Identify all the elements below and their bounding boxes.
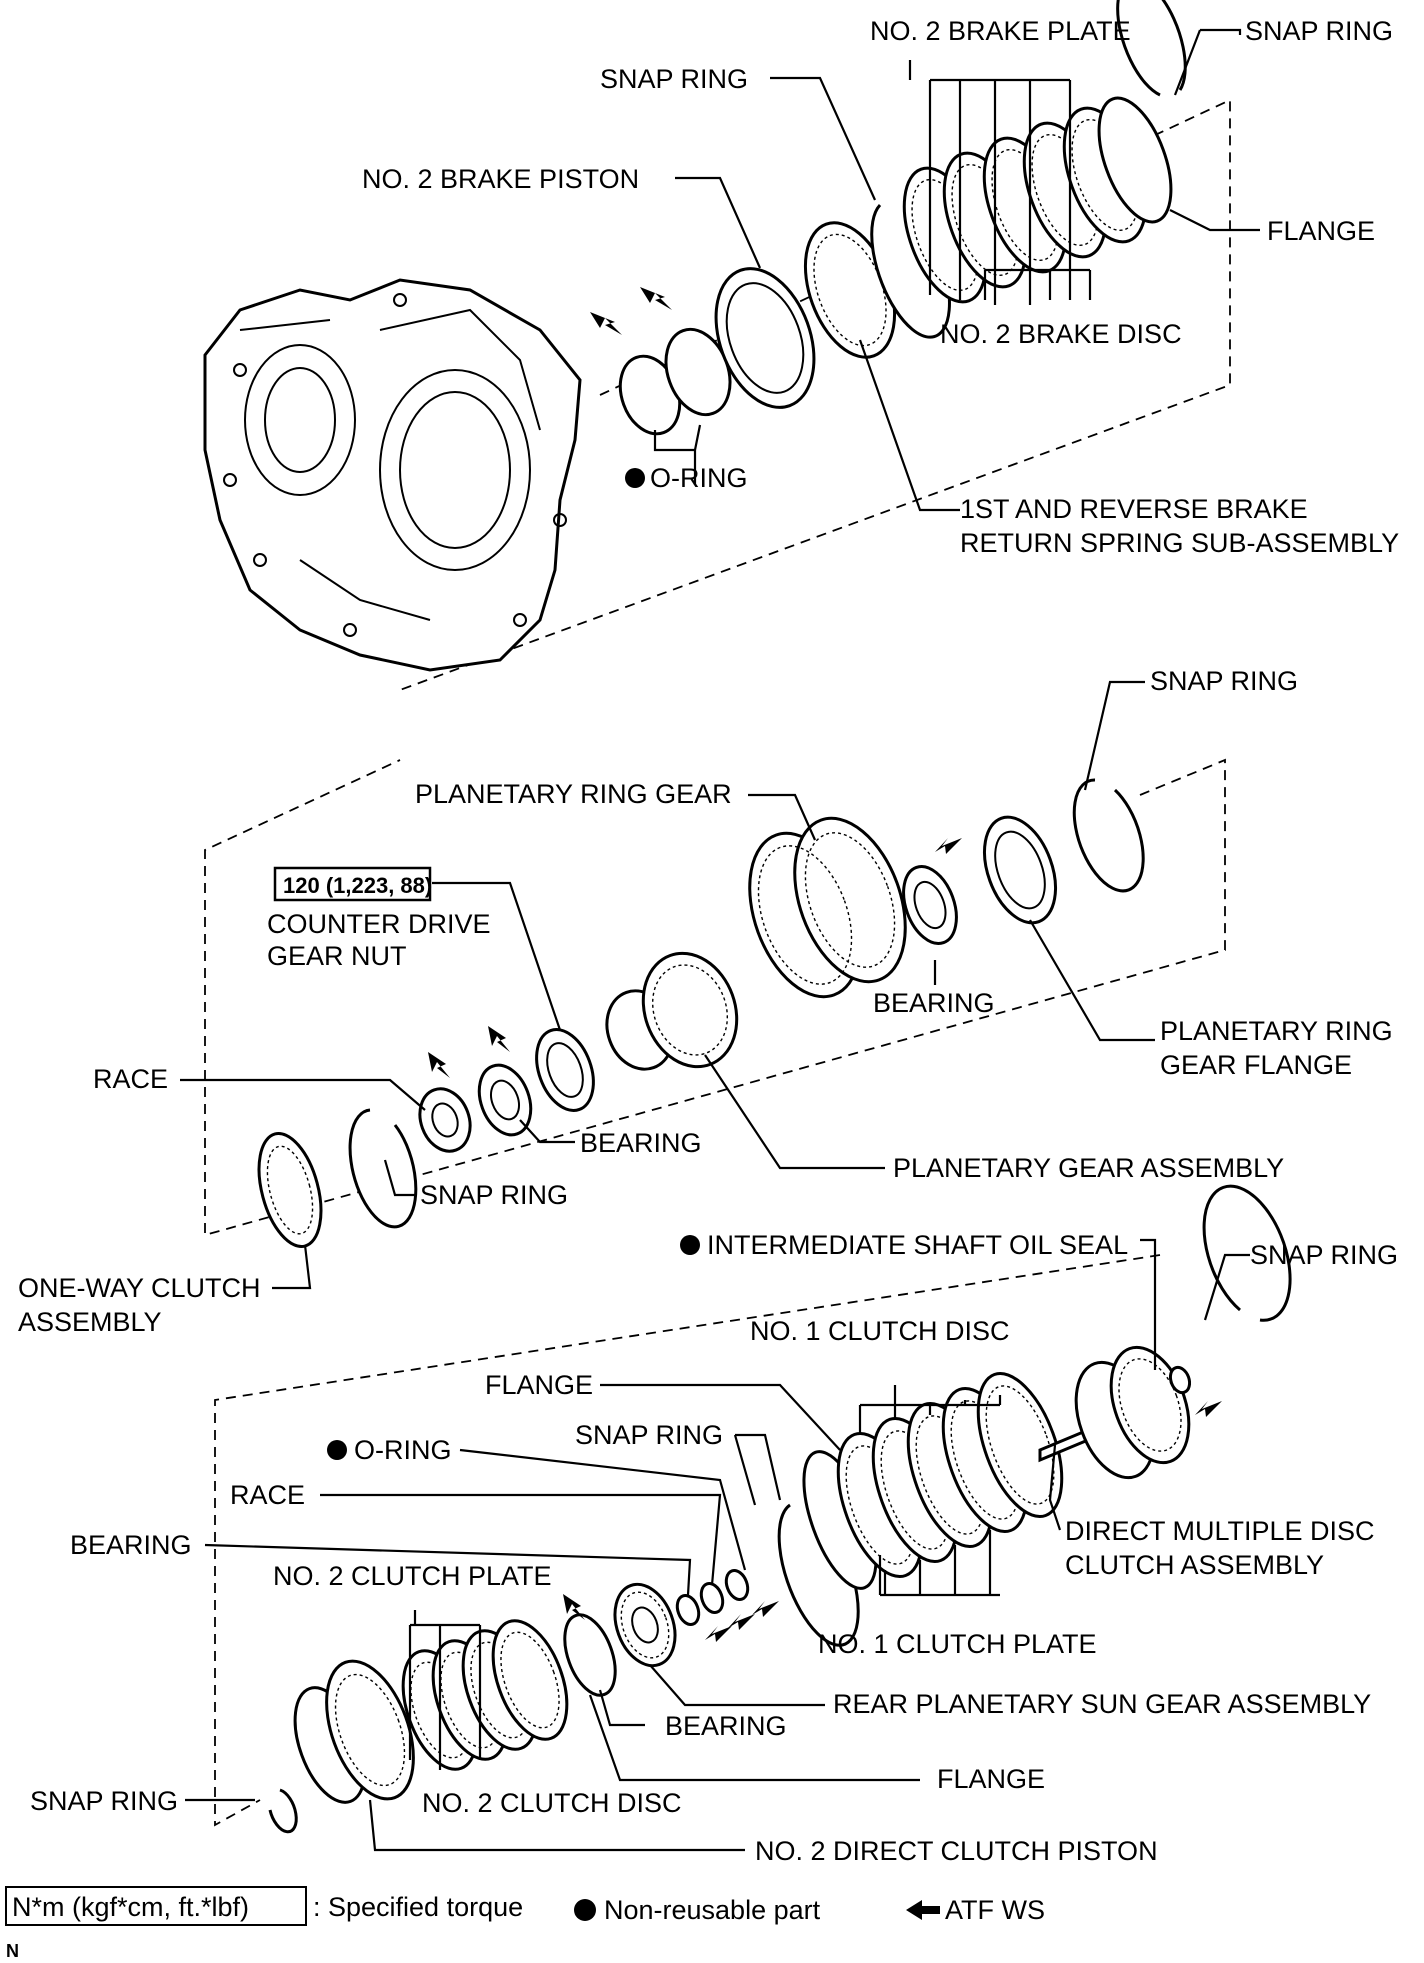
direct-multiple-disc-clutch-assembly [1038, 1345, 1191, 1480]
label-bearing: BEARING [580, 1128, 702, 1158]
label-counter-drive-gear-nut: COUNTER DRIVE [267, 909, 491, 939]
bearing-middle-left [477, 1063, 533, 1137]
label-snap-ring: SNAP RING [1150, 666, 1298, 696]
label-no1-clutch-plate: NO. 1 CLUTCH PLATE [818, 1629, 1097, 1659]
label-snap-ring: SNAP RING [1245, 16, 1393, 46]
label-snap-ring: SNAP RING [30, 1786, 178, 1816]
torque-box [273, 866, 432, 902]
label-rear-planetary-sun-gear: REAR PLANETARY SUN GEAR ASSEMBLY [833, 1689, 1371, 1719]
counter-drive-gear-nut [535, 1028, 595, 1112]
label-flange: FLANGE [485, 1370, 593, 1400]
snap-ring-middle-lower [348, 1108, 418, 1229]
rear-planetary-sun-gear-assembly [613, 1582, 677, 1668]
label-planetary-ring-gear-flange: GEAR FLANGE [1160, 1050, 1352, 1080]
label-flange: FLANGE [937, 1764, 1045, 1794]
label-race: RACE [230, 1480, 305, 1510]
label-return-spring: RETURN SPRING SUB-ASSEMBLY [960, 528, 1399, 558]
legend-atf: ATF WS [945, 1895, 1045, 1925]
label-planetary-ring-gear: PLANETARY RING GEAR [415, 779, 732, 809]
snap-ring-bottom-left [268, 1788, 298, 1834]
middle-leaders [180, 680, 1155, 1290]
label-one-way-clutch: ONE-WAY CLUTCH [18, 1273, 261, 1303]
o-ring-bottom [724, 1568, 750, 1602]
label-direct-multiple-disc-clutch: DIRECT MULTIPLE DISC [1065, 1516, 1375, 1546]
label-race: RACE [93, 1064, 168, 1094]
label-snap-ring: SNAP RING [600, 64, 748, 94]
legend: N*m (kgf*cm, ft.*lbf) : Specified torque… [5, 1886, 1045, 1961]
atf-arrow [428, 1052, 450, 1078]
atf-arrow [640, 287, 672, 310]
legend-torque-box [5, 1886, 307, 1926]
no2-brake-piston [714, 267, 816, 409]
one-way-clutch-assembly [257, 1132, 323, 1248]
torque-value: 120 (1,223, 88) [283, 873, 432, 898]
flange-bottom [563, 1613, 617, 1697]
label-no2-clutch-plate: NO. 2 CLUTCH PLATE [273, 1561, 552, 1591]
legend-arrow-icon [906, 1900, 940, 1920]
label-snap-ring: SNAP RING [1250, 1240, 1398, 1270]
legend-non-reusable: Non-reusable part [604, 1895, 821, 1925]
race-bottom [699, 1581, 725, 1615]
no2-brake-disc-plate-stack [902, 106, 1148, 304]
no2-clutch-disc-plate-stack [401, 1619, 569, 1771]
no2-direct-clutch-piston [293, 1659, 415, 1804]
intermediate-shaft-oil-seal [1168, 1365, 1192, 1395]
atf-arrow [488, 1026, 510, 1052]
bearing-bottom-left [675, 1593, 701, 1627]
label-no1-clutch-disc: NO. 1 CLUTCH DISC [750, 1316, 1010, 1346]
atf-arrow [935, 838, 962, 854]
label-planetary-gear-assembly: PLANETARY GEAR ASSEMBLY [893, 1153, 1284, 1183]
snap-ring-bottom-right [1202, 1184, 1292, 1322]
legend-torque-text: : Specified torque [313, 1892, 523, 1922]
atf-arrow [705, 1626, 732, 1642]
label-bearing: BEARING [873, 988, 995, 1018]
snap-ring-middle-upper [1072, 778, 1145, 893]
planetary-ring-gear [748, 816, 907, 999]
label-counter-drive-gear-nut: GEAR NUT [267, 941, 407, 971]
label-o-ring: O-RING [650, 463, 748, 493]
label-planetary-ring-gear-flange: PLANETARY RING [1160, 1016, 1393, 1046]
label-direct-multiple-disc-clutch: CLUTCH ASSEMBLY [1065, 1550, 1324, 1580]
atf-arrow [563, 1594, 585, 1620]
atf-arrow [752, 1601, 779, 1617]
label-no2-brake-piston: NO. 2 BRAKE PISTON [362, 164, 639, 194]
atf-arrow [590, 312, 622, 335]
label-bearing: BEARING [70, 1530, 192, 1560]
label-no2-clutch-disc: NO. 2 CLUTCH DISC [422, 1788, 682, 1818]
label-intermediate-shaft-oil-seal: INTERMEDIATE SHAFT OIL SEAL [707, 1230, 1128, 1260]
planetary-gear-assembly [605, 951, 739, 1071]
non-reusable-dot [327, 1440, 347, 1460]
snap-ring-top-right [1116, 0, 1187, 97]
label-snap-ring: SNAP RING [575, 1420, 723, 1450]
bearing-middle-right [902, 865, 958, 945]
corner-mark: N [6, 1941, 19, 1961]
non-reusable-dot [680, 1235, 700, 1255]
legend-torque-unit: N*m (kgf*cm, ft.*lbf) [12, 1892, 249, 1922]
non-reusable-dot [625, 468, 645, 488]
label-snap-ring: SNAP RING [420, 1180, 568, 1210]
flange-top [1097, 96, 1173, 224]
planetary-ring-gear-flange [983, 815, 1057, 925]
label-return-spring: 1ST AND REVERSE BRAKE [960, 494, 1308, 524]
label-one-way-clutch: ASSEMBLY [18, 1307, 162, 1337]
bottom-leaders [185, 1238, 1250, 1852]
label-flange: FLANGE [1267, 216, 1375, 246]
top-leaders [653, 28, 1260, 512]
legend-dot [574, 1899, 596, 1921]
race-middle [418, 1087, 472, 1153]
label-no2-direct-clutch-piston: NO. 2 DIRECT CLUTCH PISTON [755, 1836, 1158, 1866]
transaxle-case [203, 278, 582, 672]
atf-arrow [728, 1614, 755, 1630]
label-o-ring: O-RING [354, 1435, 452, 1465]
label-no2-brake-plate: NO. 2 BRAKE PLATE [870, 16, 1131, 46]
label-no2-brake-disc: NO. 2 BRAKE DISC [940, 319, 1182, 349]
atf-arrow [1195, 1401, 1222, 1417]
label-bearing: BEARING [665, 1711, 787, 1741]
